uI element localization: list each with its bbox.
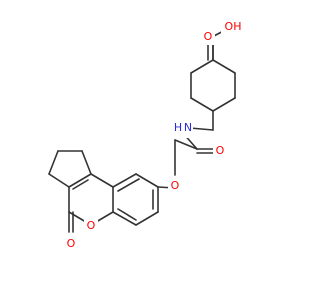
bond-cy-6 [190, 59, 214, 74]
molecule-canvas: OH O H N O O O O [48, 19, 245, 252]
bond-ar-1 [135, 173, 159, 188]
ether-o-label-bg [168, 178, 182, 194]
oh-label: OH [225, 20, 242, 33]
oh-label-bg [221, 19, 245, 35]
acid-o-label: O [204, 30, 213, 43]
bond-cp-3 [48, 150, 59, 175]
bond-c-ch2 [174, 139, 198, 150]
bond-ar-inner-1 [117, 178, 140, 192]
bond-ar-4 [112, 211, 137, 226]
bond-ch2-n [189, 127, 214, 131]
ether-o-label: O [171, 179, 180, 192]
nh-label-bg [173, 118, 193, 138]
carbonyl-o-label: O [67, 237, 76, 250]
acid-o-label-bg [201, 29, 215, 45]
nh-n-label: N [184, 121, 192, 134]
bond-lac-2 [68, 173, 92, 188]
amide-o-label: O [216, 144, 225, 157]
structure-diagram: OH O H N O O O O [48, 19, 245, 252]
bond-ar-2 [112, 173, 137, 188]
bond-cy-3 [212, 97, 236, 112]
amide-o-label-bg [213, 143, 227, 159]
bond-ar-5 [135, 211, 159, 226]
bond-cp-4 [48, 173, 70, 188]
bond-ar-inner-2 [117, 208, 137, 221]
bond-cy-1 [212, 59, 236, 74]
ring-o-label-bg [84, 218, 98, 234]
bond-lac-1 [90, 173, 114, 188]
carbonyl-o-label-bg [64, 236, 78, 252]
bond-lac-double [72, 179, 89, 190]
nh-h-label: H [174, 121, 182, 134]
ring-o-label: O [87, 219, 96, 232]
bond-cy-4 [190, 97, 214, 112]
bond-cp-1 [81, 150, 92, 175]
